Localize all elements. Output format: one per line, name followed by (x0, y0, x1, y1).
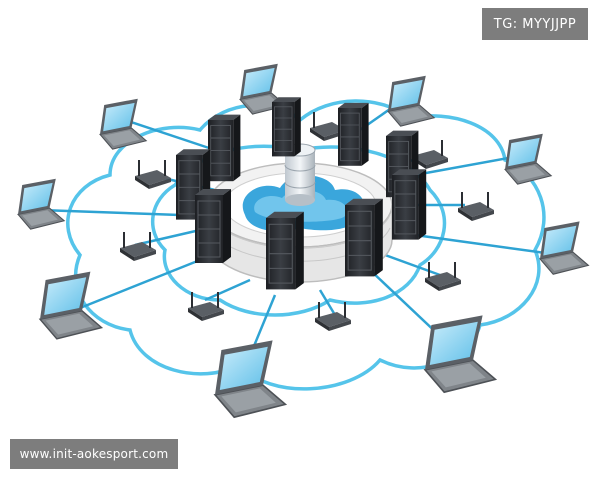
wireless-router-icon (457, 191, 495, 222)
database-icon (284, 143, 316, 206)
server-rack-icon (344, 198, 384, 277)
laptop-icon (424, 314, 497, 394)
wireless-router-icon (424, 261, 462, 292)
server-rack-icon (265, 211, 305, 290)
watermark-badge-top: TG: MYYJJPP (482, 8, 588, 40)
server-rack-icon (391, 168, 427, 241)
laptop-icon (539, 220, 589, 275)
server-rack-icon (207, 114, 241, 182)
wireless-router-icon (119, 231, 157, 262)
server-rack-icon (337, 102, 370, 167)
laptop-icon (39, 270, 103, 340)
watermark-badge-bottom: www.init-aokesport.com (10, 439, 178, 469)
server-rack-icon (271, 96, 302, 157)
laptop-icon (504, 133, 552, 185)
laptop-icon (387, 75, 435, 127)
laptop-icon (214, 339, 287, 419)
laptop-icon (17, 178, 65, 230)
server-rack-icon (194, 188, 232, 264)
wireless-router-icon (134, 159, 172, 190)
